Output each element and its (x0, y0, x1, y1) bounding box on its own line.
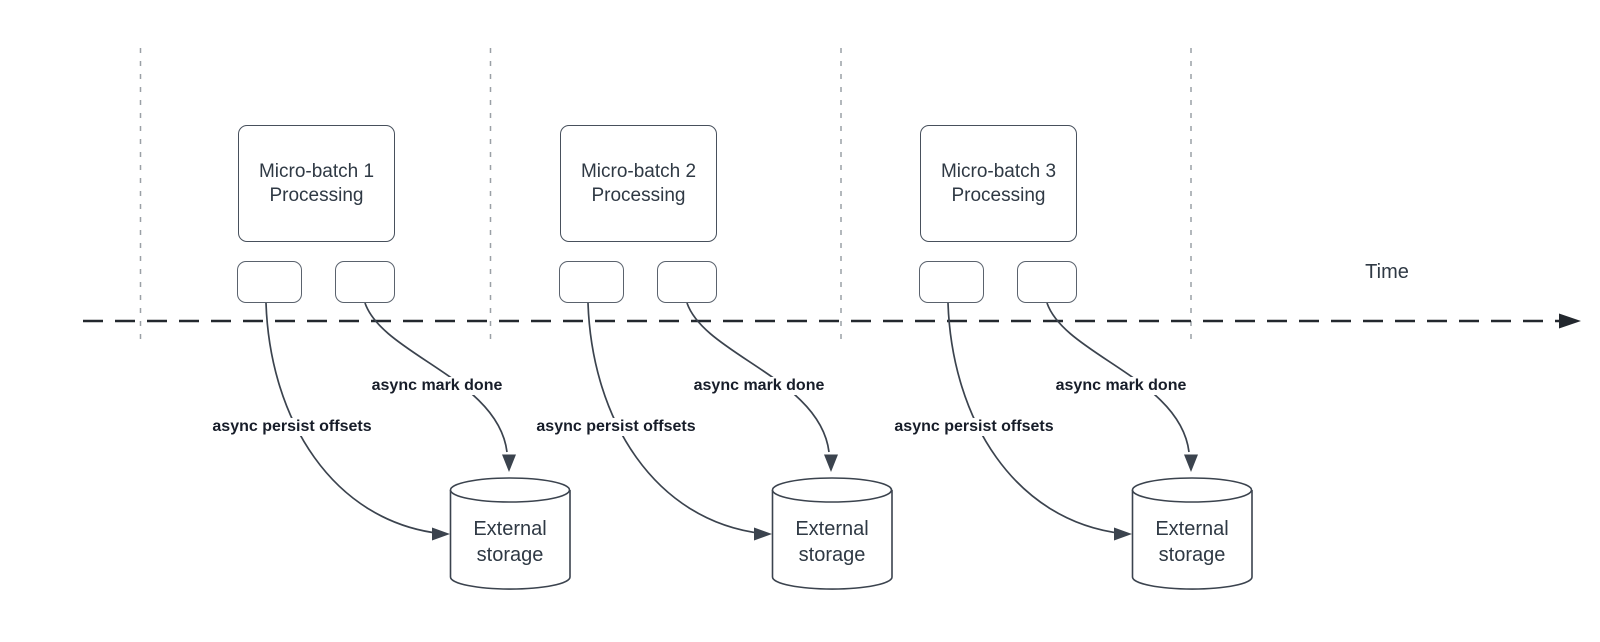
task-chip-2-right (657, 261, 717, 303)
micro-batch-3-box: Micro-batch 3 Processing (920, 125, 1077, 242)
storage-cylinder-top-3 (1131, 477, 1253, 503)
mark-done-label-3: async mark done (1052, 377, 1190, 395)
persist-offsets-arrowhead-1-icon (432, 527, 450, 541)
persist-offsets-arrow-2 (587, 302, 763, 535)
task-chip-2-left (559, 261, 624, 303)
storage-cylinder-body-2 (771, 490, 893, 590)
storage-cylinder-top-2 (771, 477, 893, 503)
storage-label-2: External storage (795, 518, 869, 566)
micro-batch-2-box: Micro-batch 2 Processing (560, 125, 717, 242)
mark-done-arrowhead-2-icon (824, 454, 838, 472)
task-chip-1-right (335, 261, 395, 303)
storage-cylinder-top-1 (449, 477, 571, 503)
storage-cylinder-body-3 (1131, 490, 1253, 590)
mark-done-arrow-2 (686, 302, 830, 453)
persist-offsets-arrowhead-3-icon (1114, 527, 1132, 541)
persist-offsets-label-3: async persist offsets (891, 418, 1057, 436)
persist-offsets-label-2: async persist offsets (533, 418, 699, 436)
time-axis-arrowhead-icon (1559, 313, 1581, 329)
mark-done-arrowhead-3-icon (1184, 454, 1198, 472)
task-chip-3-right (1017, 261, 1077, 303)
task-chip-1-left (237, 261, 302, 303)
persist-offsets-arrow-3 (947, 302, 1123, 535)
storage-label-3: External storage (1155, 518, 1229, 566)
time-axis-label: Time (1365, 261, 1409, 283)
storage-cylinder-body-1 (449, 490, 571, 590)
micro-batch-1-box: Micro-batch 1 Processing (238, 125, 395, 242)
mark-done-arrow-3 (1046, 302, 1190, 453)
mark-done-arrow-1 (364, 302, 508, 453)
persist-offsets-arrow-1 (265, 302, 441, 535)
persist-offsets-arrowhead-2-icon (754, 527, 772, 541)
persist-offsets-label-1: async persist offsets (209, 418, 375, 436)
task-chip-3-left (919, 261, 984, 303)
mark-done-arrowhead-1-icon (502, 454, 516, 472)
mark-done-label-1: async mark done (368, 377, 506, 395)
mark-done-label-2: async mark done (690, 377, 828, 395)
storage-label-1: External storage (473, 518, 547, 566)
